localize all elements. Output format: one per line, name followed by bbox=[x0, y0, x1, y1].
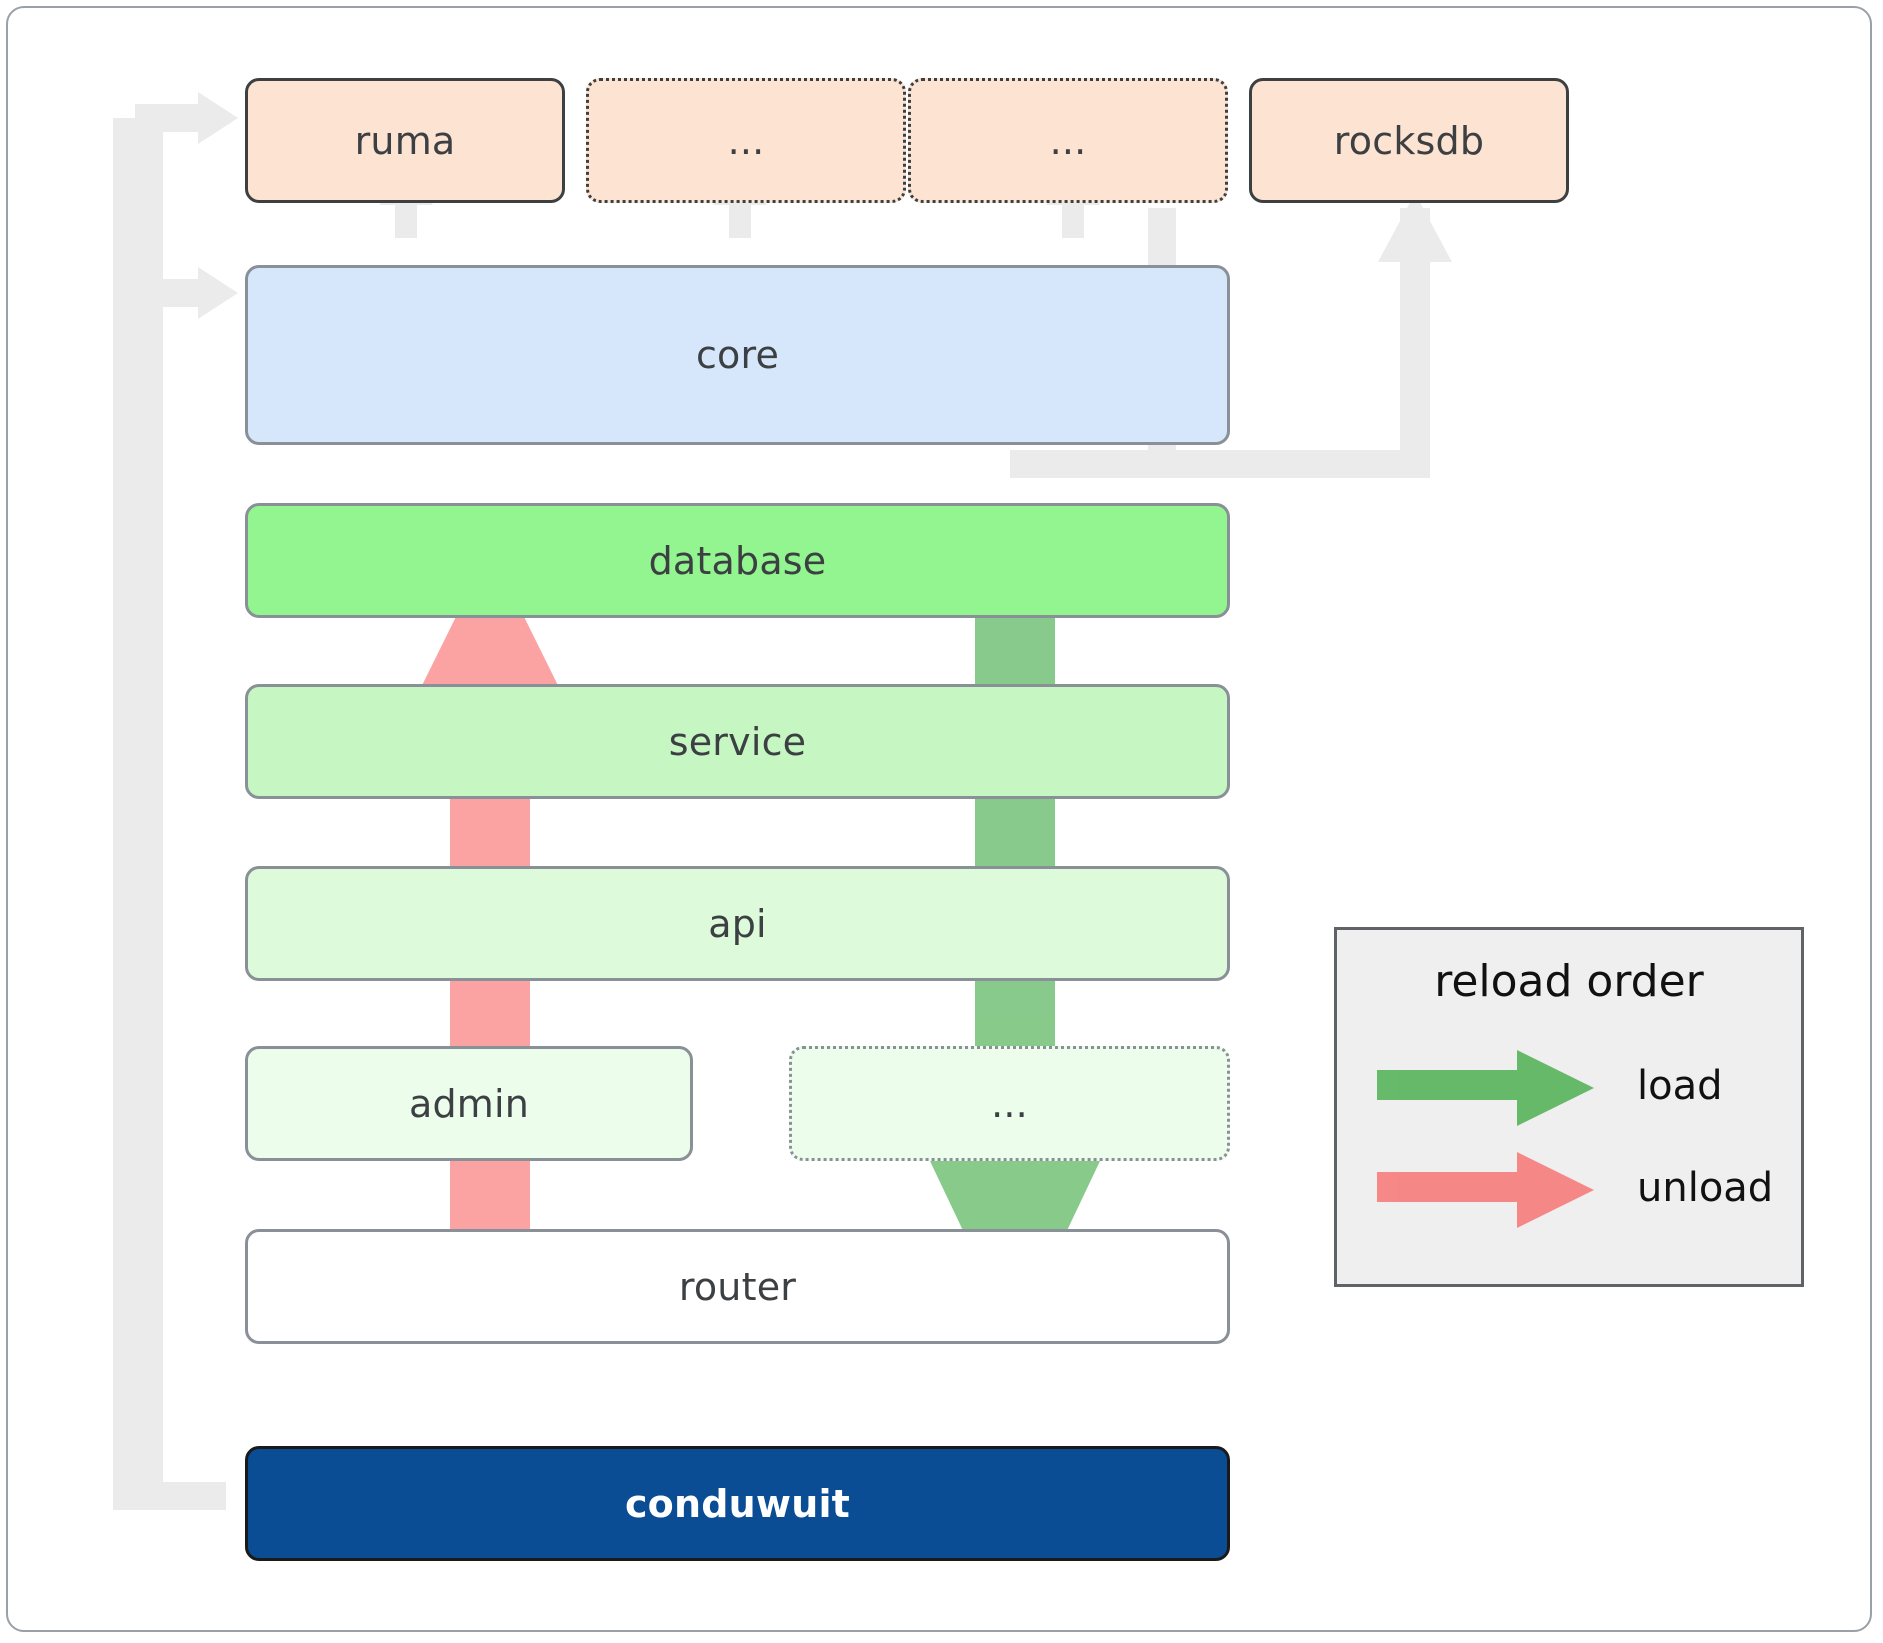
node-admin[interactable]: admin bbox=[245, 1046, 693, 1161]
node-more-crates[interactable]: ... bbox=[789, 1046, 1230, 1161]
legend-label-load: load bbox=[1637, 1063, 1723, 1109]
connector-left-bottom-leg bbox=[113, 1482, 226, 1510]
node-ruma-label: ruma bbox=[354, 118, 456, 163]
node-ellipsis-1[interactable]: ... bbox=[586, 78, 906, 203]
node-admin-label: admin bbox=[408, 1081, 530, 1126]
node-router[interactable]: router bbox=[245, 1229, 1230, 1344]
node-ruma[interactable]: ruma bbox=[245, 78, 565, 203]
node-conduwuit-label: conduwuit bbox=[624, 1481, 851, 1526]
node-database[interactable]: database bbox=[245, 503, 1230, 618]
legend-label-unload: unload bbox=[1637, 1165, 1774, 1211]
legend-title: reload order bbox=[1434, 956, 1704, 1007]
node-rocksdb[interactable]: rocksdb bbox=[1249, 78, 1569, 203]
diagram-card bbox=[6, 6, 1872, 1632]
node-rocksdb-label: rocksdb bbox=[1333, 118, 1485, 163]
node-core-label: core bbox=[695, 333, 780, 377]
node-service[interactable]: service bbox=[245, 684, 1230, 799]
connector-branch-ruma-horizontal bbox=[135, 104, 210, 132]
connector-branch-ruma-vertical bbox=[135, 118, 163, 1510]
node-service-label: service bbox=[668, 719, 807, 764]
legend-panel: reload order load unload bbox=[1334, 927, 1804, 1287]
node-conduwuit[interactable]: conduwuit bbox=[245, 1446, 1230, 1561]
node-core[interactable]: core bbox=[245, 265, 1230, 445]
node-router-label: router bbox=[678, 1264, 797, 1309]
connector-branch-core-horizontal bbox=[157, 279, 212, 307]
node-database-label: database bbox=[648, 538, 827, 583]
node-api-label: api bbox=[708, 901, 767, 946]
node-more-crates-label: ... bbox=[991, 1081, 1028, 1126]
node-api[interactable]: api bbox=[245, 866, 1230, 981]
node-ellipsis-1-label: ... bbox=[727, 118, 765, 163]
legend-arrows bbox=[1377, 1050, 1594, 1228]
legend-unload-arrow bbox=[1377, 1152, 1594, 1228]
node-ellipsis-2-label: ... bbox=[1049, 118, 1087, 163]
legend-load-arrow bbox=[1377, 1050, 1594, 1126]
node-ellipsis-2[interactable]: ... bbox=[908, 78, 1228, 203]
